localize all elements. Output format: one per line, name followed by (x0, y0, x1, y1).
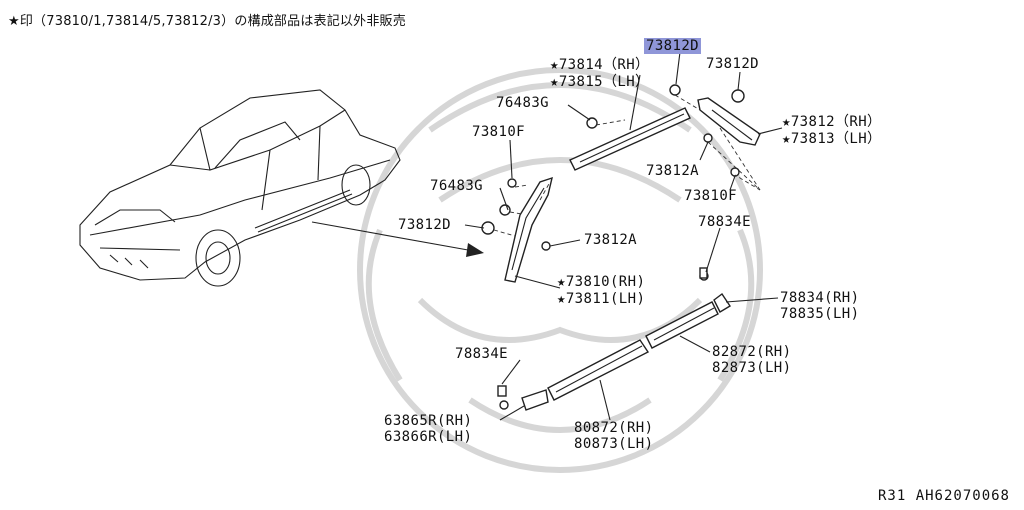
part-label-73812a-right[interactable]: 73812A (646, 163, 699, 179)
side-mouldings (497, 267, 731, 411)
part-label-73812d-right[interactable]: 73812D (706, 56, 759, 72)
part-label-73812d-highlighted[interactable]: 73812D (644, 38, 701, 54)
part-label-82872-rh[interactable]: 82872(RH) (712, 344, 792, 360)
roof-moulding (569, 107, 691, 171)
car-outline (79, 89, 401, 287)
part-label-80872-rh[interactable]: 80872(RH) (574, 420, 654, 436)
part-label-76483g-lower[interactable]: 76483G (430, 178, 483, 194)
part-label-78834e-lower[interactable]: 78834E (455, 346, 508, 362)
part-label-73812-rh[interactable]: ★73812（RH） (782, 114, 882, 130)
part-label-73812d-left[interactable]: 73812D (398, 217, 451, 233)
arrow-to-parts (311, 221, 484, 257)
diagram-reference-code: R31 AH62070068 (877, 488, 1010, 504)
part-label-73814[interactable]: ★73814（RH） (550, 57, 650, 73)
part-label-73812a-left[interactable]: 73812A (584, 232, 637, 248)
part-label-73810-rh[interactable]: ★73810(RH) (557, 274, 646, 290)
leader-lines (464, 51, 783, 421)
part-label-73813-lh[interactable]: ★73813（LH） (782, 131, 882, 147)
part-label-76483g-upper[interactable]: 76483G (496, 95, 549, 111)
pillar-moulding (504, 176, 553, 283)
part-label-73815[interactable]: ★73815（LH） (550, 74, 650, 90)
part-label-78834-rh[interactable]: 78834(RH) (780, 290, 860, 306)
part-label-78835-lh[interactable]: 78835(LH) (780, 306, 860, 322)
part-label-78834e-upper[interactable]: 78834E (698, 214, 751, 230)
header-note: ★印（73810/1,73814/5,73812/3）の構成部品は表記以外非販売 (8, 14, 406, 29)
part-label-73810f-right[interactable]: 73810F (684, 188, 737, 204)
part-label-73811-lh[interactable]: ★73811(LH) (557, 291, 646, 307)
part-label-63865r[interactable]: 63865R(RH) (384, 413, 473, 429)
part-label-73810f-left[interactable]: 73810F (472, 124, 525, 140)
part-label-82873-lh[interactable]: 82873(LH) (712, 360, 792, 376)
part-label-80873-lh[interactable]: 80873(LH) (574, 436, 654, 452)
assembly-lines (493, 94, 761, 237)
part-label-63866r[interactable]: 63866R(LH) (384, 429, 473, 445)
